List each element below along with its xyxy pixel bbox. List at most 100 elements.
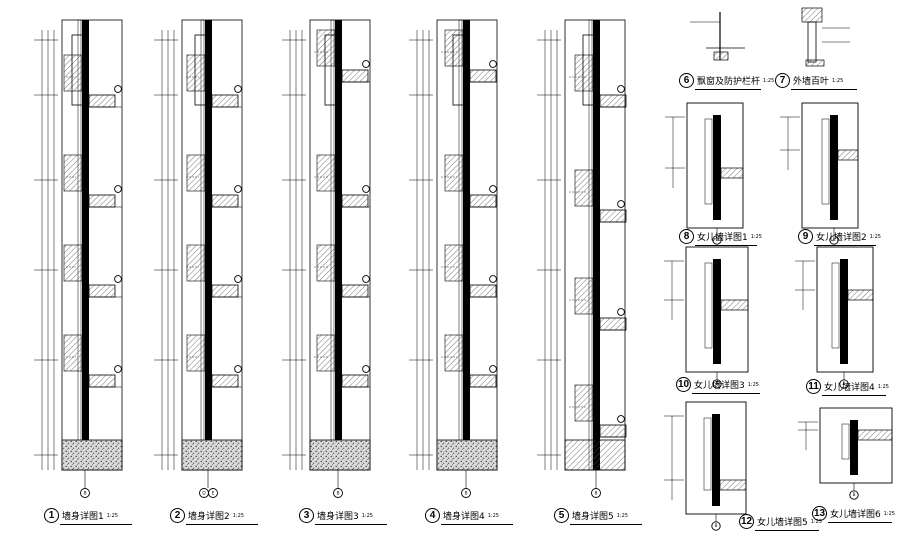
- axis-label: B: [853, 492, 856, 497]
- detail-title: 墙身详图5: [572, 512, 614, 522]
- axis-label: B: [715, 523, 718, 528]
- grid-bubble: [617, 200, 625, 208]
- detail-title: 墙身详图4: [443, 512, 485, 522]
- detail-number-badge: 2: [170, 508, 185, 523]
- axis-label: B: [594, 491, 597, 497]
- floor-slab: [469, 374, 497, 388]
- beam-section: [63, 244, 83, 282]
- beam-section: [444, 244, 464, 282]
- caption-underline: [814, 245, 876, 247]
- parapet-frame: [324, 34, 338, 106]
- floor-slab: [211, 94, 239, 108]
- beam-section: [63, 334, 83, 372]
- parapet-insulation: [704, 262, 713, 349]
- detail-scale: 1:25: [810, 518, 822, 525]
- beam-section: [574, 277, 594, 315]
- beam-section: [444, 29, 464, 67]
- wall-core: [593, 20, 600, 470]
- parapet-frame: [452, 34, 466, 106]
- parapet-insulation: [841, 423, 850, 460]
- parapet-frame: [194, 34, 208, 106]
- parapet-detail-frame: [801, 102, 859, 229]
- caption-underline: [791, 89, 857, 91]
- grid-bubble: [362, 185, 370, 193]
- detail-scale: 1:25: [487, 512, 499, 519]
- detail-caption-4: 4 墙身详图4 1:25: [425, 508, 499, 523]
- floor-slab: [88, 374, 116, 388]
- axis-circle: [829, 235, 839, 245]
- parapet-insulation: [821, 118, 830, 205]
- grid-bubble: [617, 415, 625, 423]
- grid-bubble: [234, 365, 242, 373]
- axis-label: B: [833, 237, 836, 242]
- parapet-insulation: [704, 118, 713, 205]
- caption-underline: [441, 524, 513, 526]
- floor-slab: [88, 284, 116, 298]
- parapet-detail-frame: [819, 407, 893, 484]
- detail-caption-2: 2 墙身详图2 1:25: [170, 508, 244, 523]
- grid-bubble: [489, 60, 497, 68]
- caption-underline: [186, 524, 258, 526]
- detail-number-badge: 12: [739, 514, 754, 529]
- detail-scale: 1:25: [763, 77, 775, 84]
- floor-slab: [599, 317, 627, 331]
- beam-section: [316, 29, 336, 67]
- beam-section: [316, 334, 336, 372]
- floor-slab: [88, 94, 116, 108]
- floor-slab: [599, 94, 627, 108]
- grid-bubble: [114, 185, 122, 193]
- floor-slab: [469, 284, 497, 298]
- louver-frame: [807, 21, 817, 63]
- detail-caption-5: 5 墙身详图5 1:25: [554, 508, 628, 523]
- detail-title: 女儿墙详图4: [824, 383, 875, 393]
- floor-slab: [211, 194, 239, 208]
- grid-bubble: [362, 60, 370, 68]
- axis-circle: [208, 488, 218, 498]
- beam-section: [316, 244, 336, 282]
- beam-section: [316, 154, 336, 192]
- roof-slab: [857, 429, 893, 441]
- detail-scale: 1:25: [616, 512, 628, 519]
- detail-number-badge: 11: [806, 379, 821, 394]
- ground-fill: [309, 439, 371, 471]
- detail-title: 女儿墙详图3: [694, 381, 745, 391]
- axis-circle: [839, 379, 849, 389]
- ground-fill: [564, 439, 626, 471]
- grid-bubble: [114, 85, 122, 93]
- beam-section: [186, 54, 206, 92]
- detail-title: 女儿墙详图6: [830, 510, 881, 520]
- detail-caption-10: 10 女儿墙详图3 1:25: [676, 377, 759, 392]
- detail-number-badge: 5: [554, 508, 569, 523]
- beam-section: [444, 334, 464, 372]
- detail-number-badge: 8: [679, 229, 694, 244]
- detail-caption-11: 11 女儿墙详图4 1:25: [806, 379, 889, 394]
- floor-slab: [469, 194, 497, 208]
- parapet-wall: [713, 115, 721, 220]
- grid-bubble: [617, 308, 625, 316]
- detail-title: 飘窗及防护栏杆: [697, 77, 761, 87]
- parapet-wall: [850, 420, 858, 475]
- axis-label: B: [83, 491, 86, 497]
- caption-underline: [755, 530, 819, 532]
- grid-bubble: [234, 275, 242, 283]
- axis-label: B: [843, 381, 846, 386]
- grid-bubble: [234, 185, 242, 193]
- parapet-wall: [712, 414, 720, 506]
- beam-section: [574, 169, 594, 207]
- wall-core: [205, 20, 212, 470]
- grid-bubble: [114, 365, 122, 373]
- detail-caption-8: 8 女儿墙详图1 1:25: [679, 229, 762, 244]
- detail-scale: 1:25: [361, 512, 373, 519]
- axis-label: B: [464, 491, 467, 497]
- caption-underline: [692, 393, 760, 395]
- detail-number-badge: 4: [425, 508, 440, 523]
- axis-circle: [80, 488, 90, 498]
- detail-title: 女儿墙详图2: [816, 233, 867, 243]
- axis-circle: [461, 488, 471, 498]
- axis-label: B: [716, 237, 719, 242]
- louver-sill: [805, 59, 825, 67]
- parapet-wall: [830, 115, 838, 220]
- axis-circle: [712, 379, 722, 389]
- axis-circle: [711, 521, 721, 531]
